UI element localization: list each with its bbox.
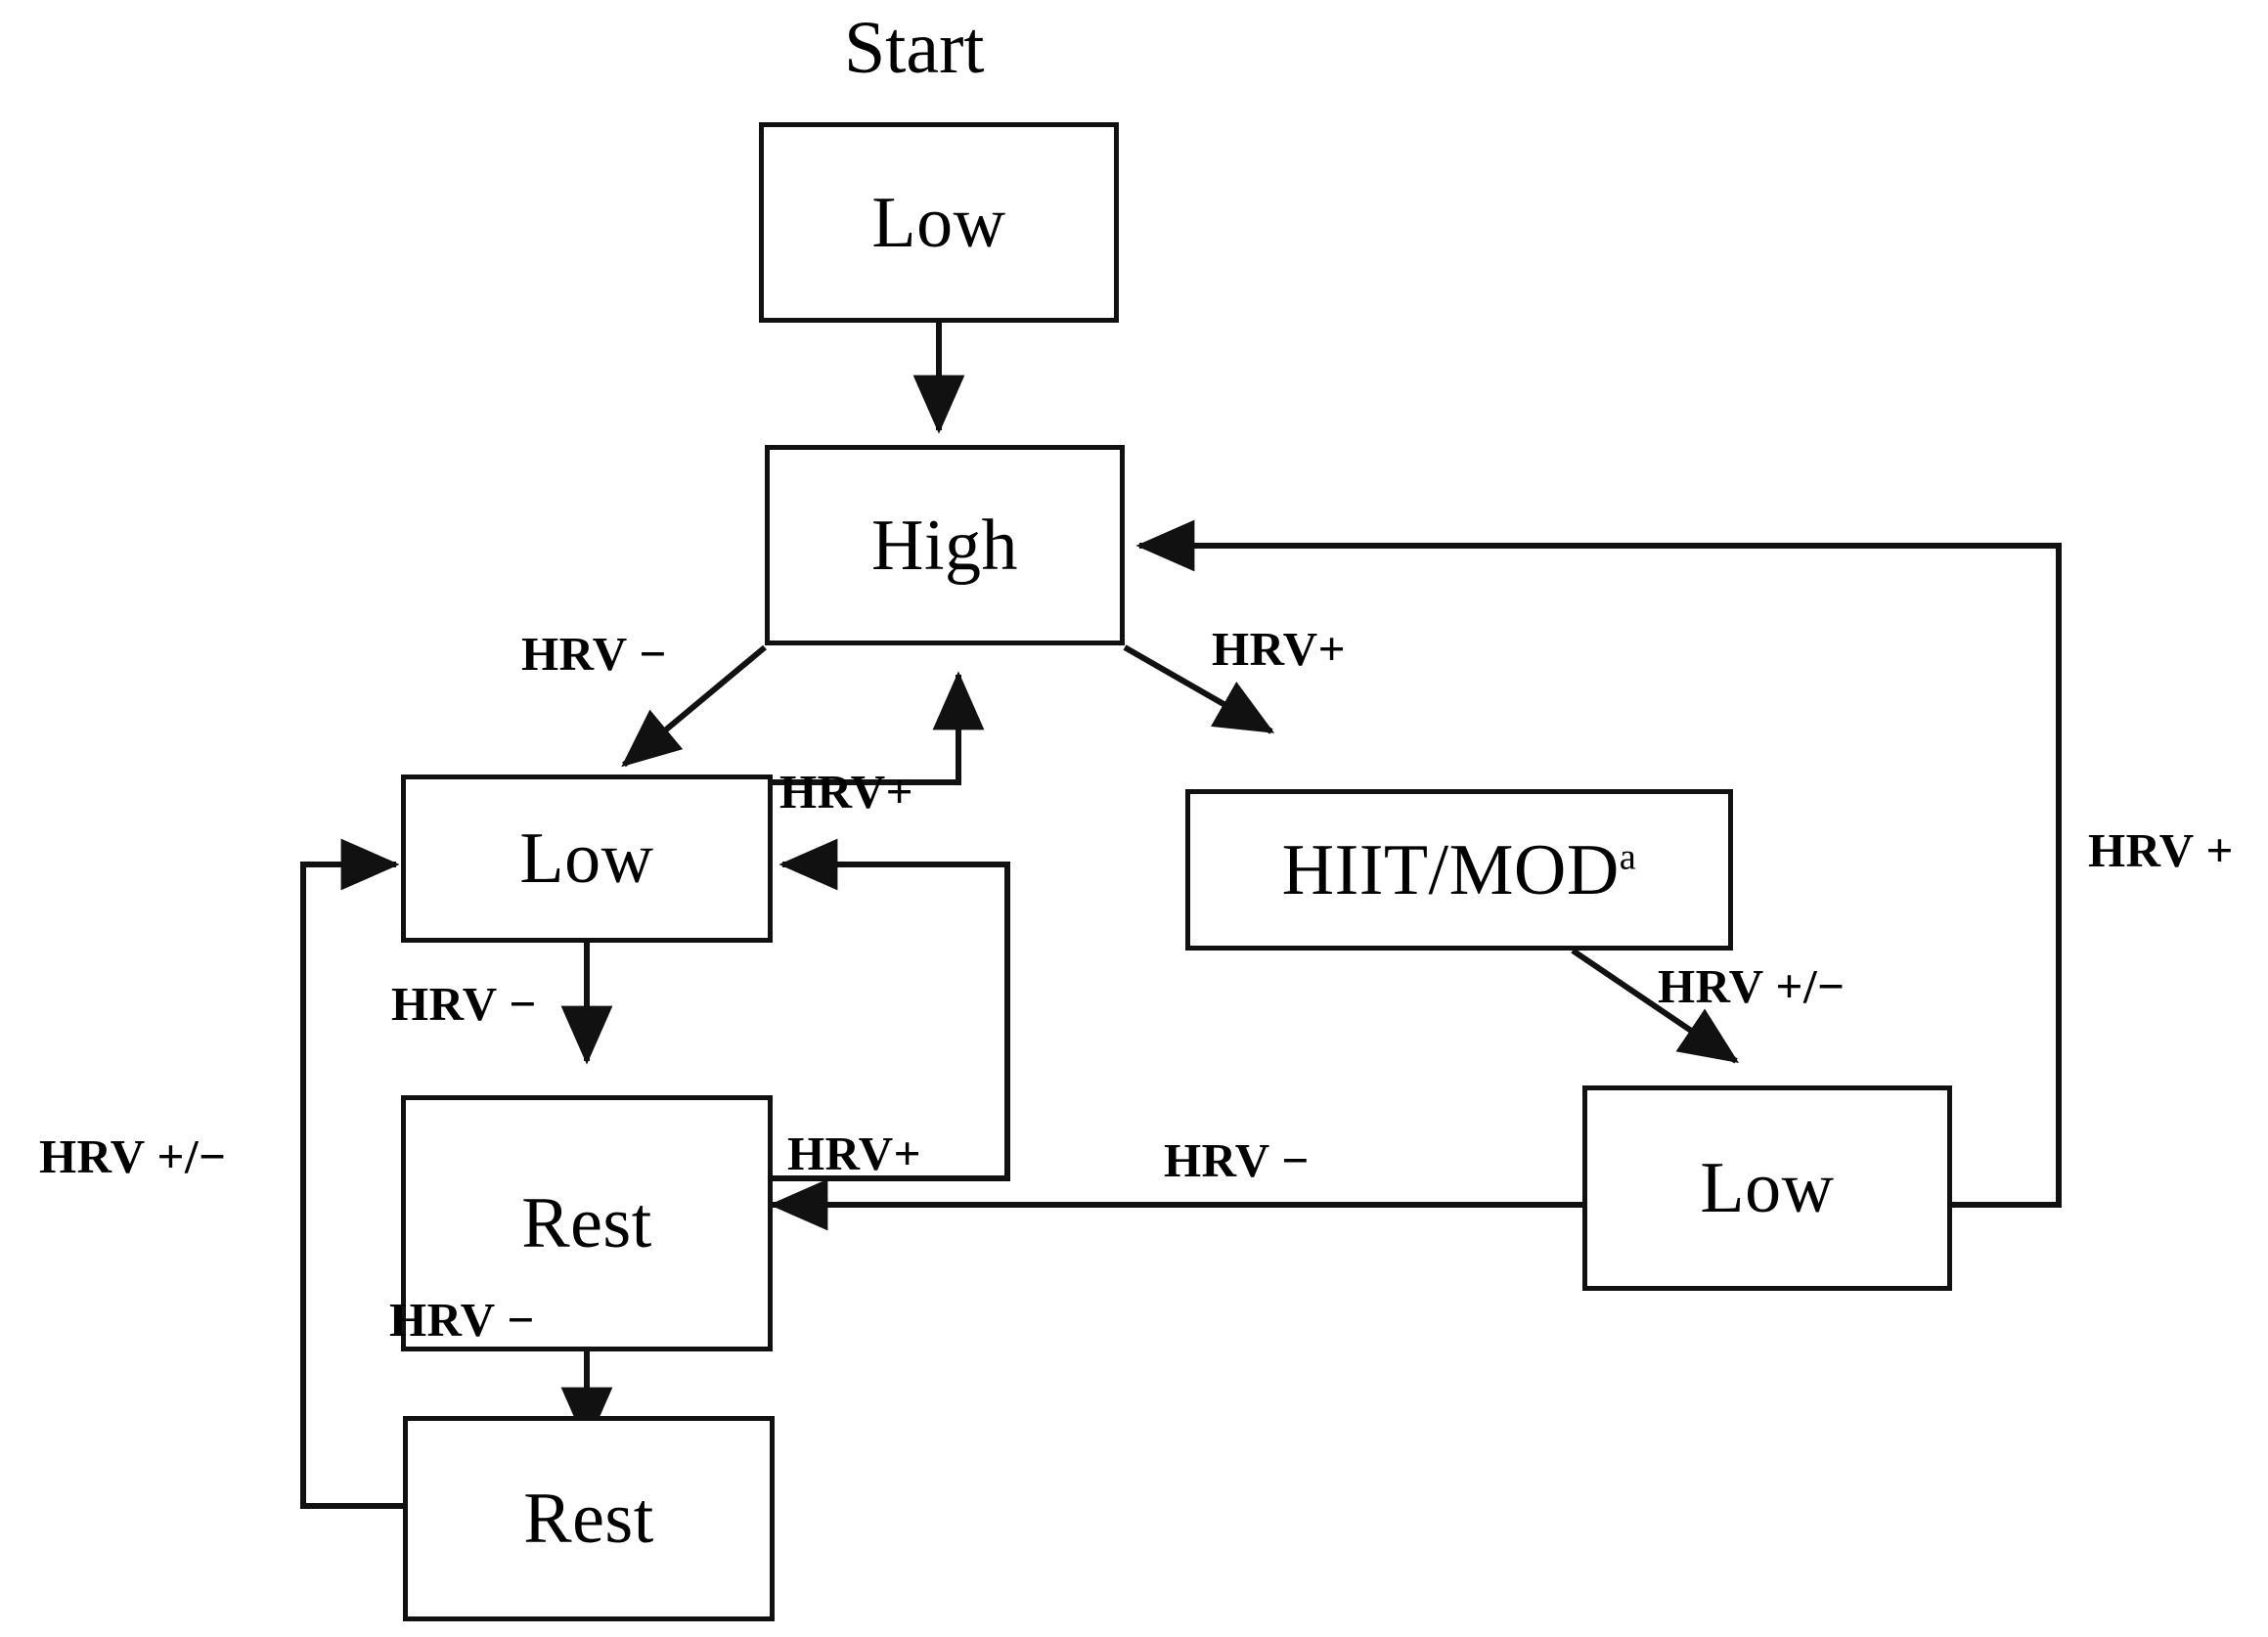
node-bottom-rest-label: Rest: [523, 1479, 654, 1559]
node-left-low-label: Low: [519, 818, 654, 899]
node-hiit-mod-base: HIIT/MOD: [1281, 829, 1620, 910]
node-start-low[interactable]: Low: [759, 122, 1119, 323]
node-right-low[interactable]: Low: [1582, 1085, 1952, 1291]
edge-label-left-low-to-high: HRV+: [779, 765, 914, 818]
node-left-rest-label: Rest: [521, 1183, 652, 1263]
edge-label-rest-to-left-low: HRV+: [787, 1127, 922, 1180]
edge-label-right-low-to-rest: HRV −: [1164, 1133, 1310, 1187]
edge-high-to-hiit: [1123, 644, 1275, 734]
node-left-low[interactable]: Low: [401, 774, 773, 943]
edge-high-to-leftlow: [621, 644, 767, 768]
edge-rest-to-leftlow: [773, 838, 1010, 1181]
node-start-low-label: Low: [871, 182, 1006, 263]
edge-label-bottom-rest-to-left-low: HRV +/−: [39, 1129, 227, 1183]
edge-label-high-to-hiit: HRV+: [1212, 622, 1347, 676]
start-label: Start: [844, 7, 985, 89]
node-right-low-label: Low: [1700, 1148, 1835, 1228]
edge-label-left-low-to-rest: HRV −: [391, 977, 537, 1031]
edge-label-high-to-left-low: HRV −: [521, 627, 667, 681]
edge-label-right-low-to-high: HRV +: [2088, 823, 2234, 877]
node-high[interactable]: High: [765, 445, 1125, 645]
edge-hiit-to-rightlow: [1571, 948, 1739, 1064]
edge-rightlow-to-high: [1135, 519, 2062, 1208]
node-hiit-mod[interactable]: HIIT/MODa: [1185, 789, 1733, 951]
edge-label-hiit-to-right-low: HRV +/−: [1658, 959, 1846, 1013]
edge-bottomrest-to-leftlow: [300, 838, 411, 1509]
node-high-label: High: [871, 505, 1018, 586]
node-left-rest[interactable]: Rest: [401, 1095, 773, 1351]
edge-label-rest-to-bottom-rest: HRV −: [389, 1293, 535, 1347]
node-hiit-mod-superscript: a: [1619, 835, 1637, 877]
node-bottom-rest[interactable]: Rest: [403, 1416, 775, 1621]
node-hiit-mod-label: HIIT/MODa: [1282, 834, 1637, 907]
edge-leftlow-to-high: [773, 671, 985, 785]
